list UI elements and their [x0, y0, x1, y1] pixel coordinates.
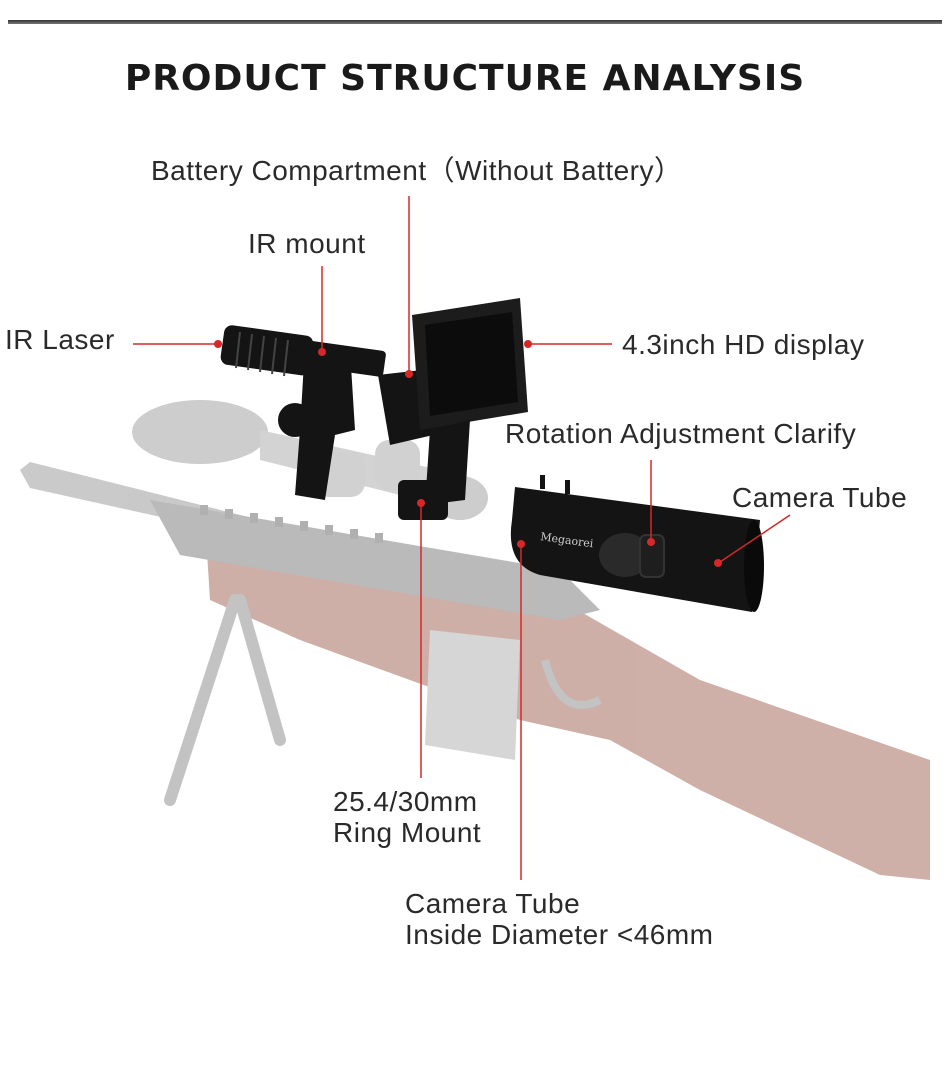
label-ring-mount-size: 25.4/30mm: [333, 786, 478, 817]
label-ring-mount: Ring Mount: [333, 817, 482, 848]
rotation-adjust-ring: [639, 534, 665, 578]
rifle-trigger-guard: [541, 659, 602, 709]
camera-tube-window: [599, 533, 651, 577]
leader-lines: [133, 196, 791, 880]
rifle-rail: [150, 500, 600, 620]
ir-mount-knob: [278, 403, 312, 437]
ir-laser-body: [220, 325, 386, 377]
display-screen: [425, 312, 518, 416]
label-ir-mount: IR mount: [248, 228, 366, 259]
label-rotation-adjustment: Rotation Adjustment Clarify: [505, 418, 857, 449]
device: [220, 298, 764, 612]
label-ir-laser: IR Laser: [5, 324, 115, 355]
top-divider: [8, 20, 942, 24]
rifle-scope-objective: [132, 400, 268, 464]
page-title: PRODUCT STRUCTURE ANALYSIS: [124, 58, 806, 99]
rifle: [20, 400, 930, 880]
label-camera-tube-diameter: Inside Diameter <46mm: [405, 919, 714, 950]
label-battery-compartment: Battery Compartment（Without Battery）: [151, 155, 683, 186]
leader-camera-tube: [719, 514, 791, 563]
rifle-bipod: [164, 594, 286, 806]
ir-mount-bracket: [295, 345, 355, 500]
leader-dots: [214, 340, 722, 567]
label-hd-display: 4.3inch HD display: [622, 329, 865, 360]
label-camera-tube-diameter-title: Camera Tube: [405, 888, 581, 919]
label-camera-tube: Camera Tube: [732, 482, 908, 513]
rifle-magazine: [425, 630, 520, 760]
